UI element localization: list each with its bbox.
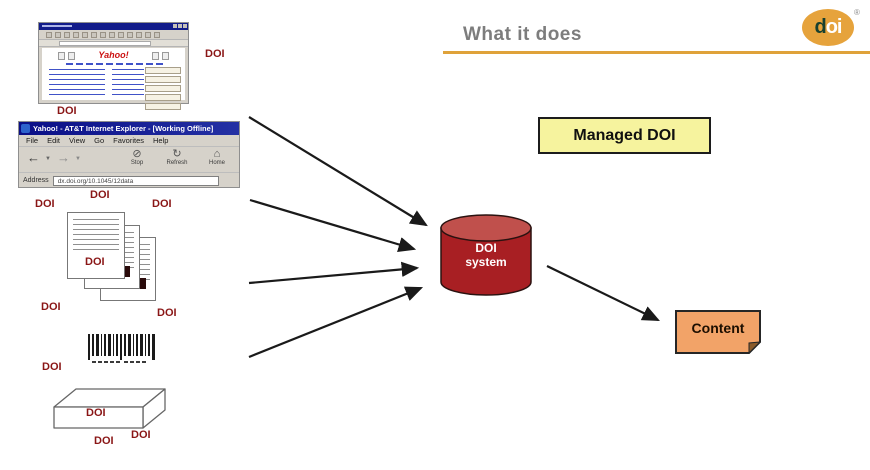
toolbar-button[interactable] [109,32,115,38]
header-rule [443,51,870,54]
browser2-menubar: File Edit View Go Favorites Help [19,135,239,147]
doi-logo-d: d [814,16,827,38]
toolbar-button[interactable] [154,32,160,38]
back-icon[interactable]: ← [27,150,40,165]
doi-label: DOI [85,256,105,268]
package-box [53,388,166,429]
doi-label: DOI [57,105,77,117]
browser-window-yahoo: Yahoo! [38,22,189,110]
registered-mark: ® [854,8,860,17]
browser2-titlebar: Yahoo! - AT&T Internet Explorer - [Worki… [19,122,239,135]
menu-help[interactable]: Help [153,136,169,145]
toolbar-button[interactable] [127,32,133,38]
menu-favorites[interactable]: Favorites [113,136,145,145]
doi-label: DOI [41,301,61,313]
refresh-button[interactable]: ↻ Refresh [163,148,191,166]
doi-label: DOI [42,361,62,373]
toolbar-button[interactable] [136,32,142,38]
doi-label: DOI [86,407,106,419]
address-input[interactable]: dx.doi.org/10.1045/12data [52,175,219,186]
menu-go[interactable]: Go [94,136,105,145]
arrow-browser2-to-system [249,198,417,252]
browser1-titlebar [39,23,188,30]
stop-button[interactable]: ⊘ Stop [123,148,151,166]
maximize-icon[interactable] [178,24,182,28]
arrow-barcode-to-system [248,286,424,359]
doi-label: DOI [157,307,177,319]
browser1-toolbar [39,30,188,40]
doi-label: DOI [94,435,114,447]
toolbar-button[interactable] [145,32,151,38]
doi-system-cylinder [440,214,532,296]
refresh-label: Refresh [166,160,188,166]
page-side-boxes [145,67,181,112]
page-link-column-left[interactable] [49,69,105,99]
barcode [88,334,155,363]
content-note [675,310,761,354]
menu-edit[interactable]: Edit [47,136,61,145]
doi-label: DOI [131,429,151,441]
minimize-icon[interactable] [173,24,177,28]
ie-icon [21,124,30,133]
home-icon: ⌂ [213,148,221,160]
doi-label: DOI [90,189,110,201]
refresh-icon: ↻ [172,148,182,160]
doi-system-label: DOI system [438,241,534,269]
close-icon[interactable] [183,24,187,28]
toolbar-button[interactable] [91,32,97,38]
browser1-page: Yahoo! [42,48,185,110]
arrow-system-to-content [546,265,660,321]
browser-window-ie: Yahoo! - AT&T Internet Explorer - [Worki… [18,121,240,188]
browser1-addressbar [39,40,188,47]
menu-view[interactable]: View [69,136,86,145]
home-label: Home [208,160,225,166]
address-field[interactable] [59,41,151,46]
page-title: What it does [463,24,582,45]
content-label: Content [691,320,745,336]
document-doi-mark [138,278,146,289]
arrow-documents-to-system [248,261,420,285]
page-icons-right [152,52,169,60]
toolbar-button[interactable] [118,32,124,38]
toolbar-button[interactable] [46,32,52,38]
document-page-front: DOI [67,212,125,279]
doi-system-line1: DOI [475,241,497,255]
stop-label: Stop [130,160,144,166]
toolbar-button[interactable] [100,32,106,38]
forward-dropdown-icon[interactable]: ▼ [75,156,81,162]
page-nav-links[interactable] [66,63,166,65]
document-doi-mark [122,266,130,277]
address-label: Address [23,177,49,184]
page-icons-left [58,52,75,60]
browser1-title-text [42,25,72,27]
toolbar-button[interactable] [55,32,61,38]
home-button[interactable]: ⌂ Home [203,148,231,166]
browser2-title-text: Yahoo! - AT&T Internet Explorer - [Worki… [33,124,214,133]
toolbar-button[interactable] [73,32,79,38]
back-dropdown-icon[interactable]: ▼ [45,156,51,162]
stop-icon: ⊘ [132,148,142,160]
toolbar-button[interactable] [64,32,70,38]
doi-logo-oi: oi [825,16,843,38]
managed-doi-box: Managed DOI [538,117,711,154]
browser2-toolbar: ← ▼ → ▼ ⊘ Stop ↻ Refresh ⌂ Home [19,147,239,173]
arrow-browser1-to-system [248,116,428,227]
page-link-column-mid[interactable] [112,69,144,99]
doi-label: DOI [152,198,172,210]
doi-label: DOI [205,48,225,60]
menu-file[interactable]: File [26,136,39,145]
yahoo-logo: Yahoo! [98,50,129,60]
toolbar-button[interactable] [82,32,88,38]
doi-system-line2: system [465,255,507,269]
doi-label: DOI [35,198,55,210]
forward-icon[interactable]: → [57,150,70,165]
browser2-addressbar: Address dx.doi.org/10.1045/12data [19,173,239,188]
